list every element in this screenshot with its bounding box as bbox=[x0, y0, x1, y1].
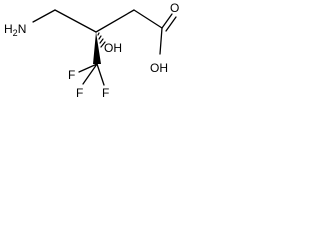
carbonyl-oxygen-label: O bbox=[170, 1, 179, 15]
fluorine-label-upper: F bbox=[68, 68, 75, 82]
stereo-wedge-bond bbox=[93, 32, 101, 64]
hydroxyl-label: OH bbox=[104, 41, 122, 55]
bond-aminomethyl bbox=[32, 9, 56, 23]
bond-carbonyl-b bbox=[165, 16, 177, 32]
bond-cf-upper bbox=[78, 63, 98, 73]
stereo-hash-bond bbox=[97, 32, 106, 48]
carboxyl-hydroxyl-label: OH bbox=[150, 61, 168, 75]
fluorine-label-right: F bbox=[102, 86, 109, 100]
bond-carboxyl-oh bbox=[159, 27, 163, 55]
bond-center-to-ch2 bbox=[95, 9, 135, 33]
chemical-structure: H2N OH O OH F F F bbox=[4, 1, 179, 100]
bond-methylene-to-center bbox=[54, 9, 97, 33]
bond-carbonyl-a bbox=[161, 13, 173, 29]
bond-cf-lower bbox=[82, 63, 98, 85]
fluorine-label-lower: F bbox=[76, 86, 83, 100]
bond-cf-right bbox=[96, 63, 105, 86]
bond-ch2-to-carboxyl bbox=[133, 9, 163, 29]
amine-label: H2N bbox=[4, 22, 26, 38]
